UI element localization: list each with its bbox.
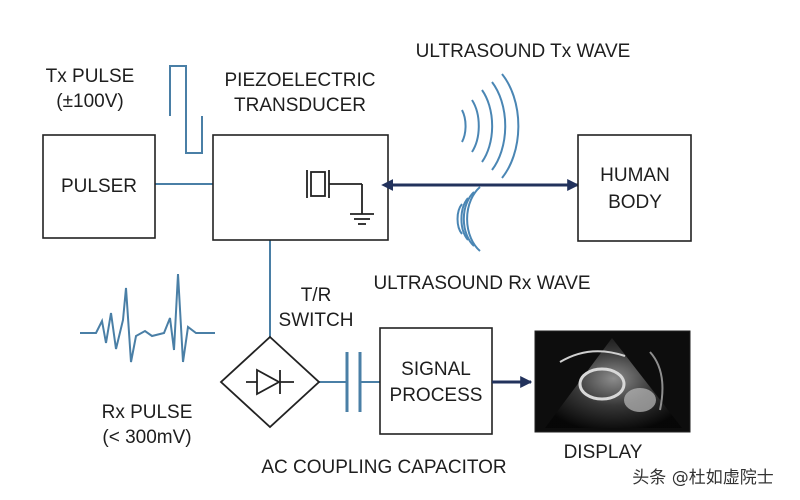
tx-pulse-icon [169, 65, 203, 154]
rx-pulse-icon [80, 273, 215, 363]
transducer-label-line1: PIEZOELECTRIC [225, 70, 376, 91]
signal-process-box [379, 327, 493, 435]
tr-switch-label-line1: T/R [301, 285, 332, 306]
transducer-box [212, 134, 389, 241]
ground-icon [350, 213, 374, 225]
signal-process-label-line2: PROCESS [390, 385, 483, 406]
pulser-box [42, 134, 156, 239]
rx-wave-label: ULTRASOUND Rx WAVE [373, 273, 590, 294]
display-label: DISPLAY [564, 442, 643, 463]
tr-switch-label-line2: SWITCH [279, 310, 354, 331]
tx-wave-label: ULTRASOUND Tx WAVE [416, 41, 631, 62]
pulser-label: PULSER [61, 176, 137, 197]
rx-pulse-label-line1: Rx PULSE [102, 402, 193, 423]
capacitor-icon [345, 352, 362, 412]
human-body-box [577, 134, 692, 242]
tr-switch-diode-icon [219, 335, 321, 429]
human-body-label-line2: BODY [608, 192, 662, 213]
tx-pulse-label-line2: (±100V) [56, 91, 123, 112]
piezo-crystal-symbol [306, 170, 363, 214]
transducer-label-line2: TRANSDUCER [234, 95, 366, 116]
rx-pulse-label-line2: (< 300mV) [102, 427, 191, 448]
rx-wave-icon [456, 186, 481, 252]
tx-pulse-label-line1: Tx PULSE [46, 66, 135, 87]
human-body-label-line1: HUMAN [600, 165, 670, 186]
coupling-capacitor-label: AC COUPLING CAPACITOR [261, 457, 506, 478]
signal-process-label-line1: SIGNAL [401, 359, 471, 380]
ultrasound-display-image [534, 330, 691, 433]
watermark-text: 头条 @杜如虚院士 [632, 468, 773, 488]
tx-wave-icon [461, 73, 520, 179]
